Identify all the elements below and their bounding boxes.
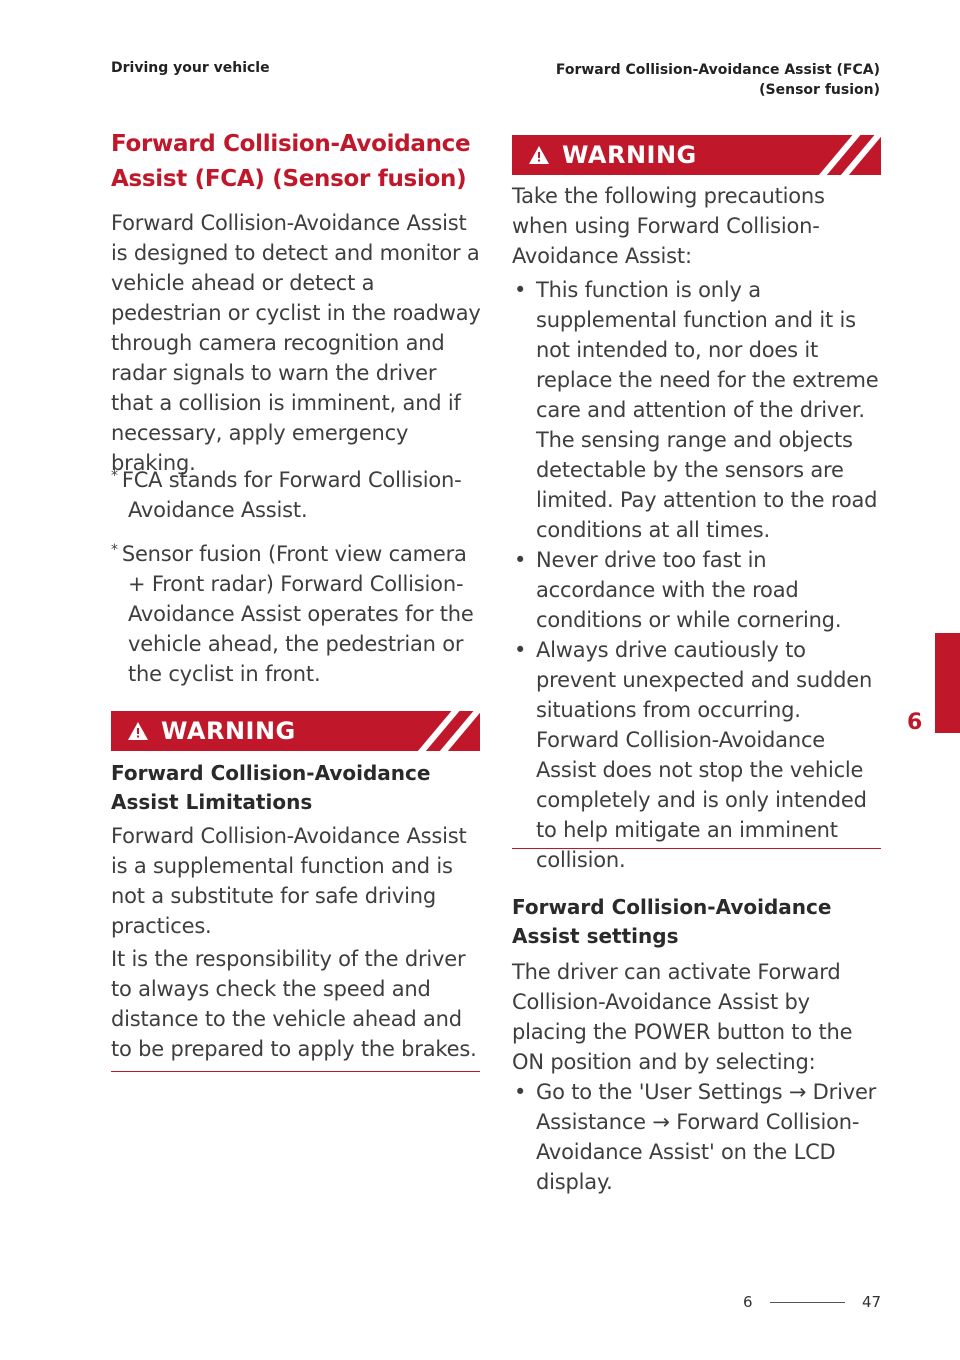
warning-triangle-icon	[526, 143, 552, 167]
footnote-marker: *	[111, 542, 118, 558]
footnote-fca: *FCA stands for Forward Collision-Avoida…	[111, 461, 481, 525]
running-header-right-line2: (Sensor fusion)	[759, 82, 880, 98]
warning-label: WARNING	[562, 141, 697, 169]
warning-end-rule	[512, 848, 881, 849]
warning-banner-left: WARNING	[111, 711, 480, 751]
chapter-side-number: 6	[907, 710, 923, 735]
running-header-left: Driving your vehicle	[111, 60, 270, 76]
footer-page-number: 47	[862, 1293, 882, 1311]
warning-triangle-icon	[125, 719, 151, 743]
footer-chapter-number: 6	[743, 1293, 753, 1311]
list-item: • Go to the 'User Settings → Driver Assis…	[512, 1077, 884, 1197]
bullet-marker: •	[514, 278, 527, 302]
warning-left-paragraph-2: It is the responsibility of the driver t…	[111, 947, 477, 1061]
list-item: • This function is only a supplemental fu…	[512, 275, 884, 545]
warning-left-paragraph-1: Forward Collision-Avoidance Assist is a …	[111, 824, 467, 938]
list-item-text: Never drive too fast in accordance with …	[536, 548, 842, 632]
settings-paragraph: The driver can activate Forward Collisio…	[512, 960, 853, 1074]
list-item-text: This function is only a supplemental fun…	[536, 278, 879, 542]
list-item: • Never drive too fast in accordance with…	[512, 545, 884, 635]
settings-list: • Go to the 'User Settings → Driver Assis…	[512, 1077, 884, 1197]
footnote-marker: *	[111, 468, 118, 484]
footnote-text: Sensor fusion (Front view camera + Front…	[121, 542, 474, 686]
bullet-marker: •	[514, 1080, 527, 1104]
running-header-right-line1: Forward Collision-Avoidance Assist (FCA)	[555, 62, 880, 78]
warning-banner-right: WARNING	[512, 135, 881, 175]
list-item: • Always drive cautiously to prevent unex…	[512, 635, 884, 875]
warning-right-intro: Take the following precautions when usin…	[512, 184, 825, 268]
list-item-text: Go to the 'User Settings → Driver Assist…	[536, 1080, 877, 1194]
intro-paragraph: Forward Collision-Avoidance Assist is de…	[111, 211, 481, 475]
bullet-marker: •	[514, 638, 527, 662]
footnote-sensor-fusion: *Sensor fusion (Front view camera + Fron…	[111, 535, 481, 689]
list-item-text: Always drive cautiously to prevent unexp…	[536, 638, 873, 872]
chapter-side-tab	[935, 633, 960, 733]
warning-subheading-limitations: Forward Collision-Avoidance Assist Limit…	[111, 761, 431, 814]
warning-end-rule	[111, 1071, 480, 1072]
warning-label: WARNING	[161, 717, 296, 745]
bullet-marker: •	[514, 548, 527, 572]
settings-subheading: Forward Collision-Avoidance Assist setti…	[512, 895, 832, 948]
footer-divider	[770, 1302, 845, 1303]
footnote-text: FCA stands for Forward Collision-Avoidan…	[121, 468, 462, 522]
section-title: Forward Collision-Avoidance Assist (FCA)…	[111, 131, 471, 192]
running-header-right: Forward Collision-Avoidance Assist (FCA)…	[556, 60, 880, 100]
precautions-list: • This function is only a supplemental fu…	[512, 275, 884, 875]
